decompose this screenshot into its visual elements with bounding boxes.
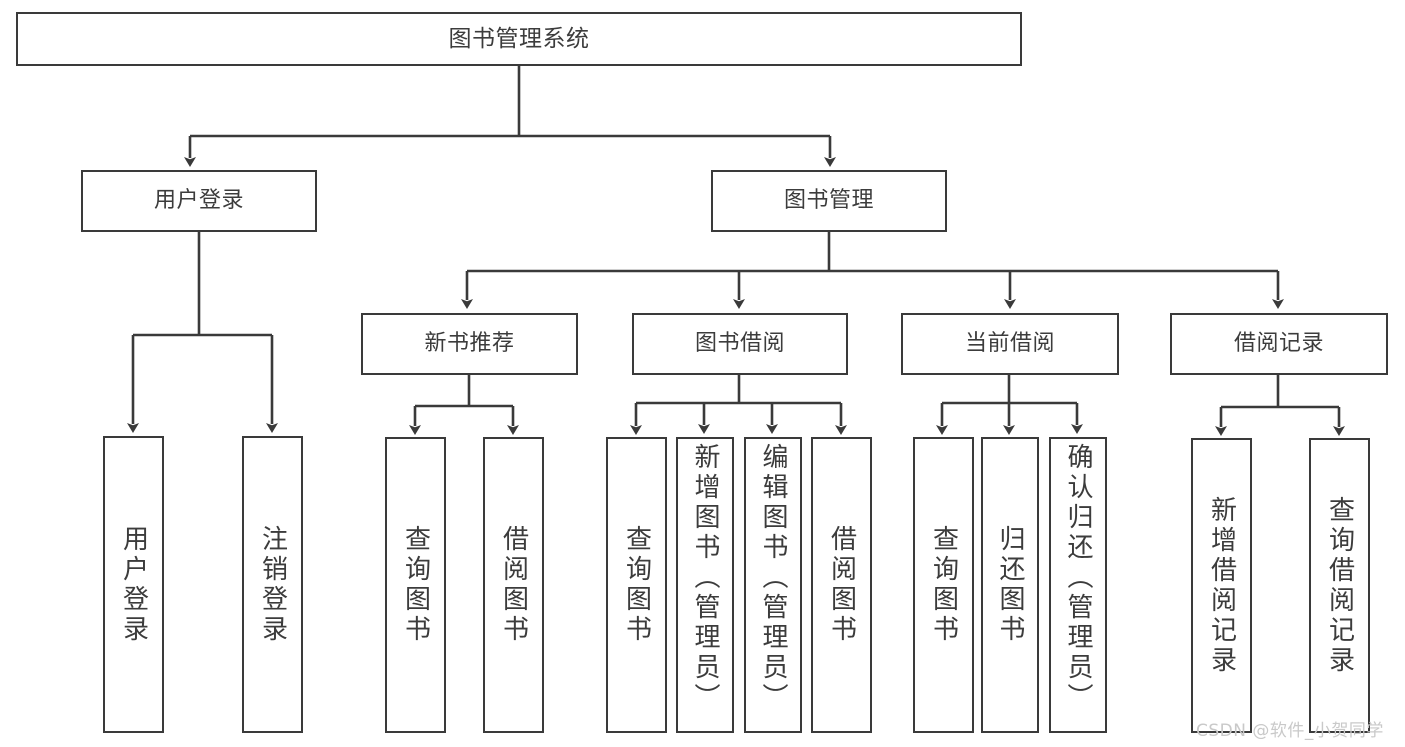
node-label: 确认归还（管理员） (1063, 443, 1093, 713)
node-label: 借阅图书 (498, 525, 529, 645)
node-label: 注销登录 (257, 524, 288, 645)
node-leaf-user-login[interactable]: 用户登录 (103, 436, 164, 733)
node-label: 归还图书 (995, 525, 1025, 645)
node-label: 借阅图书 (826, 525, 857, 645)
node-leaf-logout[interactable]: 注销登录 (242, 436, 303, 733)
node-leaf-return-book[interactable]: 归还图书 (981, 437, 1039, 733)
node-current-borrowing[interactable]: 当前借阅 (901, 313, 1119, 375)
node-label: 图书借阅 (694, 331, 785, 357)
node-leaf-query-book-current[interactable]: 查询图书 (913, 437, 974, 733)
node-label: 新书推荐 (424, 331, 515, 357)
node-leaf-query-borrow-record[interactable]: 查询借阅记录 (1309, 438, 1370, 733)
node-label: 图书管理 (783, 188, 874, 214)
node-label: 当前借阅 (964, 331, 1055, 357)
node-label: 新增借阅记录 (1206, 495, 1237, 676)
node-label: 用户登录 (118, 524, 149, 645)
node-book-management[interactable]: 图书管理 (711, 170, 947, 232)
node-new-book-recommendation[interactable]: 新书推荐 (361, 313, 578, 375)
node-label: 查询图书 (621, 525, 652, 645)
node-root-book-management-system[interactable]: 图书管理系统 (16, 12, 1022, 66)
node-leaf-add-borrow-record[interactable]: 新增借阅记录 (1191, 438, 1252, 733)
node-label: 查询借阅记录 (1324, 495, 1355, 676)
node-label: 查询图书 (400, 525, 431, 645)
node-label: 借阅记录 (1233, 331, 1324, 357)
node-label: 查询图书 (928, 525, 959, 645)
node-leaf-confirm-return-admin[interactable]: 确认归还（管理员） (1049, 437, 1107, 733)
node-label: 用户登录 (153, 188, 244, 214)
watermark-text: CSDN @软件_小贺同学 (1196, 721, 1384, 741)
node-book-borrowing[interactable]: 图书借阅 (632, 313, 848, 375)
node-label: 新增图书（管理员） (690, 443, 720, 713)
node-leaf-query-book-borrow[interactable]: 查询图书 (606, 437, 667, 733)
node-leaf-query-book-new[interactable]: 查询图书 (385, 437, 446, 733)
node-label: 图书管理系统 (448, 25, 590, 52)
node-user-login[interactable]: 用户登录 (81, 170, 317, 232)
node-leaf-borrow-book-new[interactable]: 借阅图书 (483, 437, 544, 733)
node-borrowing-records[interactable]: 借阅记录 (1170, 313, 1388, 375)
csdn-watermark: CSDN @软件_小贺同学 (1196, 716, 1384, 741)
node-label: 编辑图书（管理员） (758, 443, 788, 713)
node-leaf-edit-book-admin[interactable]: 编辑图书（管理员） (744, 437, 802, 733)
node-leaf-borrow-book-borrow[interactable]: 借阅图书 (811, 437, 872, 733)
node-leaf-add-book-admin[interactable]: 新增图书（管理员） (676, 437, 734, 733)
